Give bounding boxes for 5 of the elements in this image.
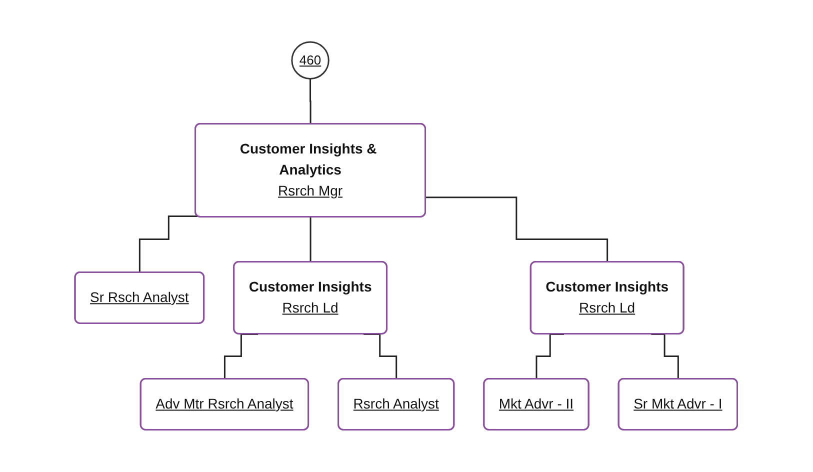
- node-circle: 460: [292, 41, 330, 80]
- connector: [426, 196, 609, 264]
- connector: [310, 78, 312, 126]
- connector: [139, 216, 198, 274]
- connector: [310, 216, 312, 264]
